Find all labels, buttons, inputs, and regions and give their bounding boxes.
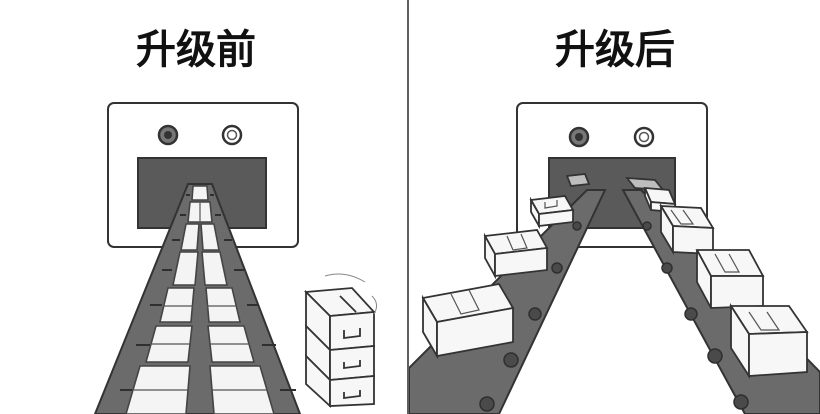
machine-housing xyxy=(107,102,299,248)
after-upgrade-panel: 升级后 xyxy=(409,0,820,414)
before-upgrade-illustration xyxy=(93,102,378,414)
after-upgrade-illustration xyxy=(409,102,820,414)
right-belt-boxes xyxy=(625,176,809,380)
before-upgrade-title: 升级前 xyxy=(136,27,256,73)
indicator-lights xyxy=(568,126,655,148)
stacked-waiting-boxes xyxy=(303,287,376,409)
panel-divider xyxy=(407,0,409,414)
after-upgrade-title: 升级后 xyxy=(555,27,675,73)
before-upgrade-panel: 升级前 xyxy=(0,0,408,414)
indicator-lights xyxy=(157,124,243,146)
packed-boxes xyxy=(125,185,275,414)
left-belt-boxes xyxy=(421,173,591,360)
